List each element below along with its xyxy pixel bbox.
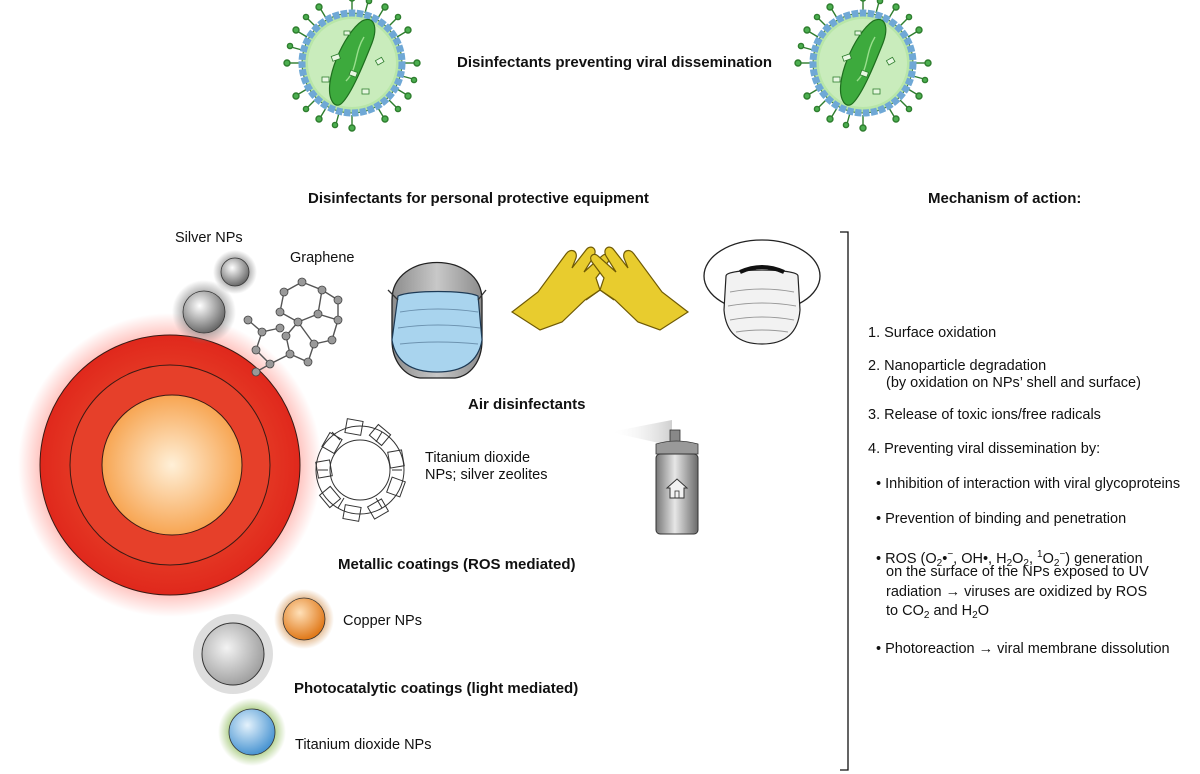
titanium-dioxide-np-icon — [218, 698, 286, 766]
mechanism-item-4: 4. Preventing viral dissemination by: — [868, 441, 1101, 457]
mechanism-item-3: 3. Release of toxic ions/free radicals — [868, 407, 1101, 423]
grey-np-icon — [193, 614, 273, 694]
virus-icon-right — [795, 0, 931, 131]
titanium-dioxide-nps-label: Titanium dioxide NPs — [295, 737, 432, 753]
mechanism-bullet-3-line2: on the surface of the NPs exposed to UV — [886, 564, 1149, 580]
mechanism-item-2-detail: (by oxidation on NPs’ shell and surface) — [886, 375, 1141, 391]
mechanism-bullet-4: • Photoreaction → viral membrane dissolu… — [876, 641, 1170, 657]
mechanism-bullet-3-line4: to CO2 and H2O — [886, 603, 990, 621]
metallic-coatings-label: Metallic coatings (ROS mediated) — [338, 556, 576, 573]
spray-can-icon — [610, 420, 699, 535]
face-mask-icon — [387, 261, 487, 379]
gloves-icon — [510, 246, 690, 331]
mechanism-bullet-2: • Prevention of binding and penetration — [876, 511, 1127, 527]
respirator-mask-icon — [703, 239, 821, 345]
mechanism-heading: Mechanism of action: — [928, 190, 1082, 207]
mechanism-bullet-3: • ROS (O2•−, OH•, H2O2, 1O2−) generation — [876, 549, 1143, 569]
mechanism-bullet-3-line3: radiation → viruses are oxidized by ROS — [886, 584, 1148, 600]
titanium-zeolite-label-line1: Titanium dioxide — [425, 450, 531, 466]
photocatalytic-coatings-label: Photocatalytic coatings (light mediated) — [294, 680, 579, 697]
copper-np-icon — [274, 589, 334, 649]
ppe-heading: Disinfectants for personal protective eq… — [308, 190, 649, 207]
title: Disinfectants preventing viral dissemina… — [457, 54, 773, 71]
metallic-coating-sphere — [18, 313, 322, 617]
zeolite-icon — [315, 418, 406, 522]
silver-nps-label: Silver NPs — [175, 230, 243, 246]
air-disinfectants-label: Air disinfectants — [468, 396, 586, 413]
mechanism-bracket — [840, 231, 849, 771]
mechanism-bullet-1: • Inhibition of interaction with viral g… — [876, 476, 1181, 492]
virus-icon-left — [284, 0, 420, 131]
mechanism-item-1: 1. Surface oxidation — [868, 325, 997, 341]
silver-np-icon — [172, 250, 257, 344]
graphene-icon — [243, 277, 343, 377]
mechanism-item-2: 2. Nanoparticle degradation — [868, 358, 1047, 374]
titanium-zeolite-label-line2: NPs; silver zeolites — [425, 467, 548, 483]
graphene-label: Graphene — [290, 250, 355, 266]
copper-nps-label: Copper NPs — [343, 613, 422, 629]
